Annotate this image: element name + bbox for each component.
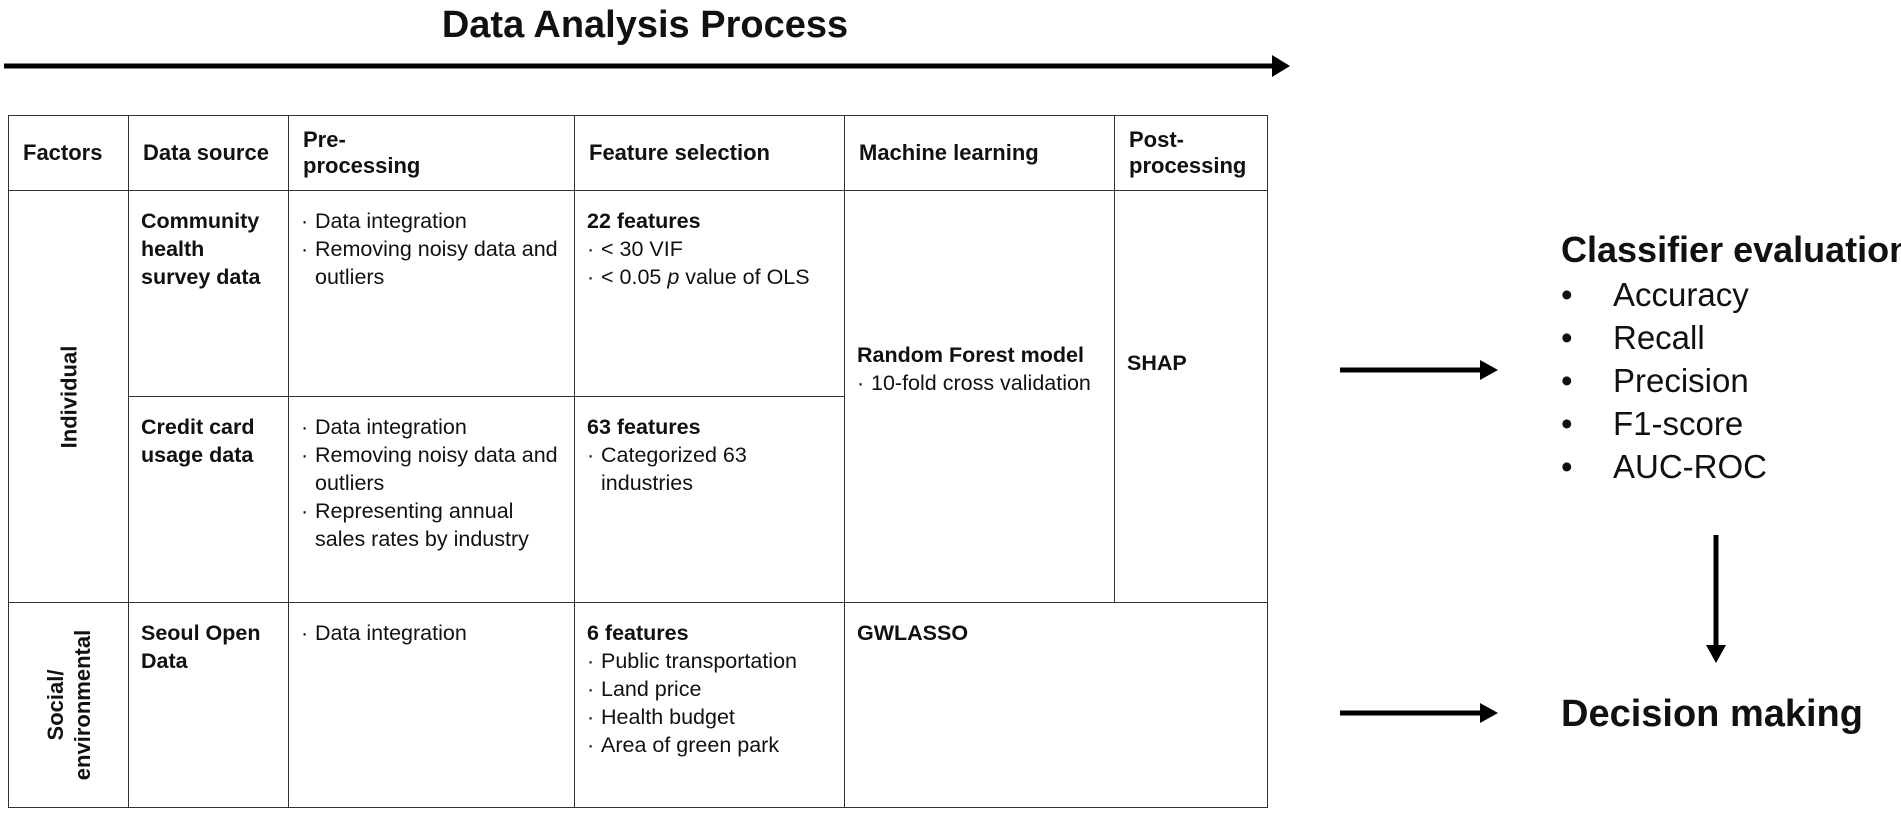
pre-item: Data integration <box>301 207 564 235</box>
header-feature-selection: Feature selection <box>574 115 845 191</box>
source-credit: Credit card usage data <box>141 415 255 467</box>
header-preprocessing: Pre-processing <box>288 115 575 191</box>
ml-individual-title: Random Forest model <box>857 342 1084 367</box>
source-cell-credit: Credit card usage data <box>128 396 289 603</box>
table-row-seoul: Social/ environmental Seoul Open Data Da… <box>8 602 1268 808</box>
feature-item-pvalue: < 0.05 p value of OLS <box>587 263 834 291</box>
arrow-to-classifier <box>1340 360 1498 380</box>
header-machine-learning: Machine learning <box>844 115 1115 191</box>
pre-item: Removing noisy data and outliers <box>301 235 564 291</box>
source-community: Community health survey data <box>141 209 261 289</box>
metric-item: Accuracy <box>1561 273 1767 316</box>
process-direction-arrow <box>4 55 1290 77</box>
pre-item: Data integration <box>301 619 564 647</box>
source-seoul: Seoul Open Data <box>141 621 261 673</box>
classifier-evaluation-title: Classifier evaluation <box>1561 229 1901 270</box>
pre-item: Removing noisy data and outliers <box>301 441 564 497</box>
feature-title-community: 22 features <box>587 209 701 233</box>
feature-item: Area of green park <box>587 731 834 759</box>
ml-individual-item: 10-fold cross validation <box>857 369 1104 397</box>
feature-cell-community: 22 features < 30 VIF < 0.05 p value of O… <box>574 190 845 397</box>
feature-item: < 30 VIF <box>587 235 834 263</box>
factor-individual-label: Individual <box>56 345 81 448</box>
arrow-down-to-decision <box>1706 535 1726 663</box>
ml-individual-cell: Random Forest model 10-fold cross valida… <box>844 190 1115 603</box>
feature-item: Public transportation <box>587 647 834 675</box>
feature-cell-seoul: 6 features Public transportation Land pr… <box>574 602 845 808</box>
pre-cell-credit: Data integration Removing noisy data and… <box>288 396 575 603</box>
feature-item: Land price <box>587 675 834 703</box>
factor-social-label: Social/ environmental <box>42 629 95 781</box>
feature-title-seoul: 6 features <box>587 621 689 645</box>
decision-making-label: Decision making <box>1561 693 1863 735</box>
pre-item: Representing annual sales rates by indus… <box>301 497 564 553</box>
pre-cell-community: Data integration Removing noisy data and… <box>288 190 575 397</box>
factor-social-cell: Social/ environmental <box>8 602 129 808</box>
header-row: Factors Data source Pre-processing Featu… <box>8 115 1268 191</box>
metric-item: Precision <box>1561 359 1767 402</box>
ml-seoul-cell: GWLASSO <box>844 602 1268 808</box>
process-table: Factors Data source Pre-processing Featu… <box>8 115 1268 808</box>
source-cell-seoul: Seoul Open Data <box>128 602 289 808</box>
feature-title-credit: 63 features <box>587 415 701 439</box>
factor-individual-cell: Individual <box>8 190 129 603</box>
diagram-title: Data Analysis Process <box>441 4 849 46</box>
feature-item: Categorized 63 industries <box>587 441 834 497</box>
source-cell-community: Community health survey data <box>128 190 289 397</box>
feature-item: Health budget <box>587 703 834 731</box>
pre-cell-seoul: Data integration <box>288 602 575 808</box>
table-row-community: Individual Community health survey data … <box>8 190 1268 603</box>
pre-item: Data integration <box>301 413 564 441</box>
metric-item: Recall <box>1561 316 1767 359</box>
post-individual-cell: SHAP <box>1114 190 1268 603</box>
metric-item: F1-score <box>1561 402 1767 445</box>
ml-seoul-gwlasso: GWLASSO <box>857 621 969 645</box>
feature-cell-credit: 63 features Categorized 63 industries <box>574 396 845 603</box>
classifier-metrics-list: Accuracy Recall Precision F1-score AUC-R… <box>1561 273 1767 488</box>
header-factors: Factors <box>8 115 129 191</box>
header-postprocessing: Post-processing <box>1114 115 1268 191</box>
header-data-source: Data source <box>128 115 289 191</box>
metric-item: AUC-ROC <box>1561 445 1767 488</box>
table-row-credit: Credit card usage data Data integration … <box>9 396 1268 603</box>
post-individual-shap: SHAP <box>1127 350 1187 375</box>
arrow-to-decision <box>1340 703 1498 723</box>
